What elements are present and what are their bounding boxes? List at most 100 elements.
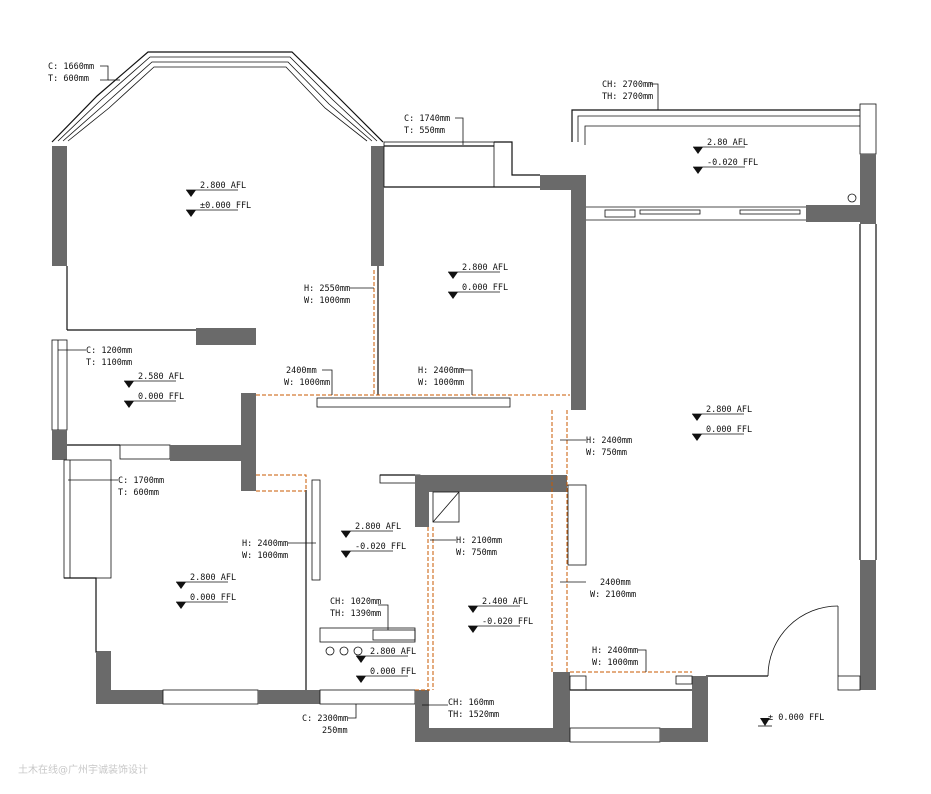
level-text: 0.000 FFL [138, 392, 184, 402]
dim-cabinet: CH: 1020mm TH: 1390mm [330, 597, 389, 630]
level-text: 2.800 AFL [355, 522, 401, 532]
dim-text: CH: 1020mm [330, 597, 381, 607]
dim-left-win: C: 1700mm T: 600mm [68, 476, 164, 498]
dim-ent-door: H: 2400mm W: 1000mm [592, 646, 647, 672]
wall-small-left [52, 430, 67, 460]
dim-text: C: 1200mm [86, 346, 132, 356]
dim-text: TH: 2700mm [602, 92, 653, 102]
dim-text: C: 1700mm [118, 476, 164, 486]
dim-door-b: H: 2400mm W: 1000mm [418, 366, 473, 395]
level-text: 2.800 AFL [706, 405, 752, 415]
room-ent-level: 2.800 AFL 0.000 FFL [356, 647, 416, 683]
dim-text: CH: 160mm [448, 698, 494, 708]
dim-text: CH: 2700mm [602, 80, 653, 90]
wall-bath-top [415, 475, 567, 492]
dim-text: W: 750mm [586, 448, 627, 458]
dim-text: H: 2100mm [456, 536, 502, 546]
wall-bottom-right [692, 676, 708, 742]
dim-text: W: 1000mm [242, 551, 288, 561]
level-text: ±0.000 FFL [200, 201, 251, 211]
level-text: 0.000 FFL [370, 667, 416, 677]
wall-kitchen-bottom [660, 728, 708, 742]
level-triangle-icon [176, 602, 186, 609]
wall-left-bl [96, 652, 111, 704]
dim-bath-door: H: 2100mm W: 750mm [430, 536, 502, 558]
dim-text: W: 1000mm [304, 296, 350, 306]
level-triangle-icon [692, 414, 702, 421]
dim-living-door: H: 2400mm W: 750mm [560, 436, 632, 458]
wall-bath-right [553, 672, 570, 742]
level-triangle-icon [176, 582, 186, 589]
dim-text: H: 2400mm [592, 646, 638, 656]
level-triangle-icon [448, 292, 458, 299]
wall-bay-left [52, 146, 67, 266]
dim-text: C: 1660mm [48, 62, 94, 72]
dim-balcony-top: CH: 2700mm TH: 2700mm [602, 80, 659, 110]
wall-left-bottom2 [258, 690, 320, 704]
dim-text: W: 2100mm [590, 590, 636, 600]
level-triangle-icon [693, 167, 703, 174]
dim-mid-top: C: 1740mm T: 550mm [404, 114, 464, 145]
level-text: 2.80 AFL [707, 138, 748, 148]
sliding-door [586, 206, 806, 221]
level-triangle-icon [186, 190, 196, 197]
level-triangle-icon [693, 147, 703, 154]
dim-text: C: 2300mm [302, 714, 348, 724]
level-text: 2.400 AFL [482, 597, 528, 607]
level-triangle-icon [186, 210, 196, 217]
entry-door-swing [767, 605, 861, 691]
wall-left-bottom [111, 690, 163, 704]
dim-left-door: H: 2400mm W: 1000mm [242, 539, 316, 561]
room-bath-level: 2.400 AFL-0.020 FFL [468, 597, 533, 633]
dim-text: T: 1100mm [86, 358, 132, 368]
room-living-level: 2.800 AFL 0.000 FFL [692, 405, 752, 441]
level-text: 0.000 FFL [706, 425, 752, 435]
room-hall-level: 2.800 AFL -0.020 FFL [341, 522, 406, 558]
level-text: 0.000 FFL [190, 593, 236, 603]
level-text: 2.800 AFL [462, 263, 508, 273]
level-text: 2.800 AFL [370, 647, 416, 657]
wall-mid-right [571, 175, 586, 410]
dim-bay-door: H: 2550mm W: 1000mm [304, 284, 374, 306]
wall-living-right [860, 560, 876, 690]
wall-small-right [241, 393, 256, 491]
wall-bay-right [371, 146, 384, 266]
level-text: -0.020 FFL [707, 158, 758, 168]
watermark: 土木在线@广州宇诚装饰设计 [18, 763, 148, 776]
level-text: -0.020 FFL [355, 542, 406, 552]
dim-text: W: 1000mm [592, 658, 638, 668]
dim-text: 2400mm [286, 366, 317, 376]
bay-window-frame [51, 51, 384, 143]
dim-kitchen-door: 2400mm W: 2100mm [560, 578, 636, 600]
level-triangle-icon [124, 381, 134, 388]
level-triangle-icon [356, 676, 366, 683]
level-triangle-icon [448, 272, 458, 279]
level-text: 0.000 FFL [462, 283, 508, 293]
dim-small-win: C: 1200mm T: 1100mm [58, 346, 132, 368]
level-triangle-icon [468, 606, 478, 613]
global-level-text: ± 0.000 FFL [768, 713, 824, 723]
dim-bath-win: CH: 160mm TH: 1520mm [422, 698, 499, 720]
dim-text: W: 1000mm [284, 378, 330, 388]
dim-ent-win: C: 2300mm 250mm [302, 704, 357, 736]
level-triangle-icon [341, 531, 351, 538]
dim-text: H: 2400mm [586, 436, 632, 446]
dim-text: TH: 1520mm [448, 710, 499, 720]
level-triangle-icon [341, 551, 351, 558]
room-bay-level: 2.800 AFL ±0.000 FFL [186, 181, 251, 217]
dim-text: W: 1000mm [418, 378, 464, 388]
wall-bath-left [415, 475, 429, 527]
wall-bay-bottom [196, 328, 256, 345]
level-text: 2.800 AFL [200, 181, 246, 191]
level-triangle-icon [124, 401, 134, 408]
dim-text: W: 750mm [456, 548, 497, 558]
dim-text: H: 2400mm [242, 539, 288, 549]
dim-text: C: 1740mm [404, 114, 450, 124]
global-level: ± 0.000 FFL [758, 713, 824, 727]
wall-small-bottom [170, 445, 244, 461]
level-triangle-icon [468, 626, 478, 633]
dim-text: H: 2550mm [304, 284, 350, 294]
